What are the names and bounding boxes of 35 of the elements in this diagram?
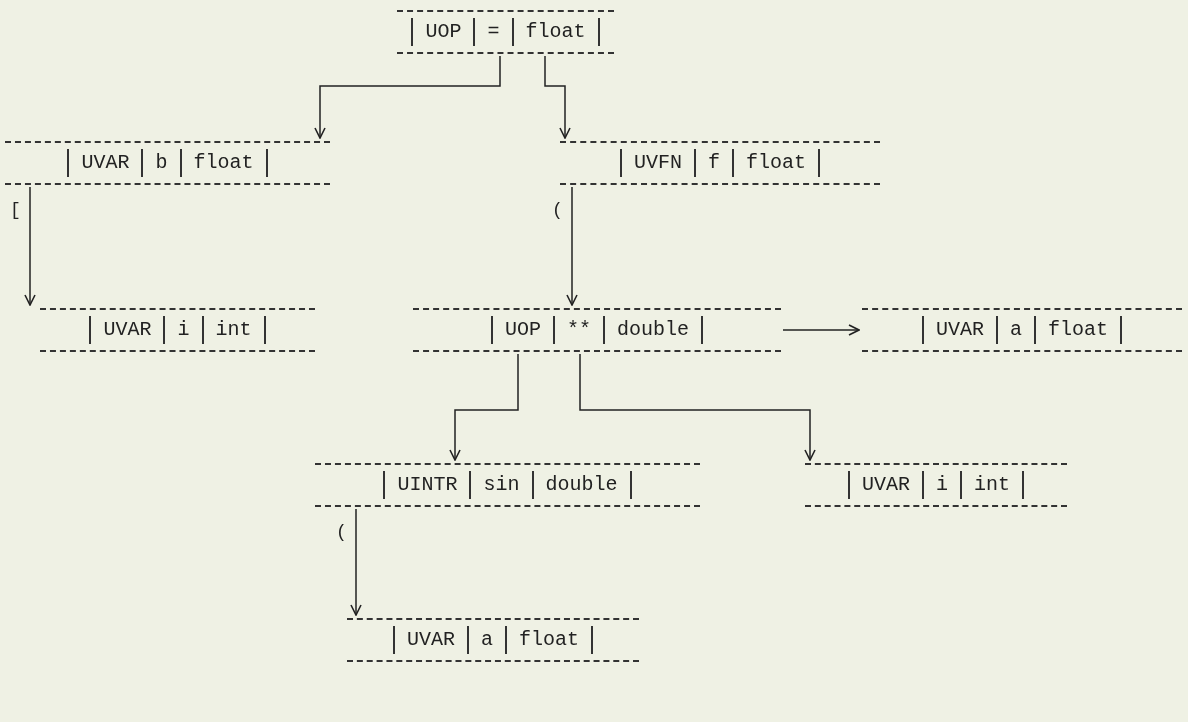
field-text: f (694, 149, 732, 177)
field-text: a (996, 316, 1034, 344)
field-text: int (960, 471, 1024, 499)
field-text: float (1034, 316, 1122, 344)
field-text: a (467, 626, 505, 654)
field-text: float (732, 149, 820, 177)
field-text: ** (553, 316, 603, 344)
field-text: UVAR (67, 149, 142, 177)
field-text: float (511, 18, 600, 46)
field-text: UOP (490, 316, 553, 344)
field-text: UVAR (921, 316, 996, 344)
field-text: double (603, 316, 703, 344)
arrow (579, 353, 816, 461)
field-text: UVAR (89, 316, 164, 344)
field-text: sin (469, 471, 532, 499)
field-text: double (531, 471, 632, 499)
field-text: UVFN (619, 149, 694, 177)
field-text: i (922, 471, 960, 499)
field-text: UOP (411, 18, 474, 46)
field-text: i (163, 316, 202, 344)
arrow (314, 55, 501, 139)
arrow (449, 353, 519, 461)
field-text: float (505, 626, 593, 654)
arrow (544, 55, 571, 139)
arrow (24, 186, 36, 306)
arrow (782, 324, 860, 336)
field-text: UVAR (847, 471, 922, 499)
field-text: UINTR (383, 471, 470, 499)
field-text: = (473, 18, 512, 46)
field-text: int (201, 316, 266, 344)
field-text: float (179, 149, 268, 177)
field-text: UVAR (392, 626, 467, 654)
field-text: b (141, 149, 180, 177)
arrow (350, 508, 362, 616)
arrow (566, 186, 578, 306)
